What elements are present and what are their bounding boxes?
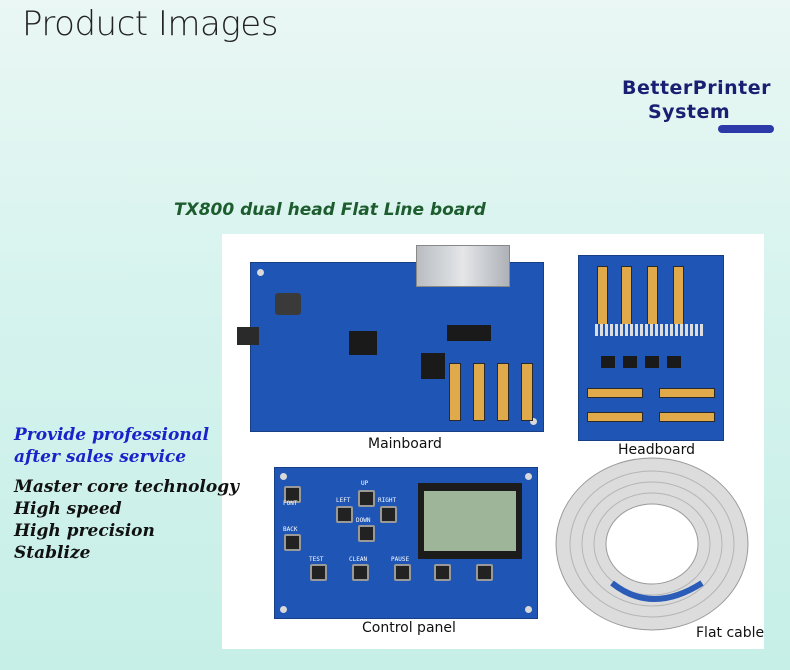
down-button bbox=[358, 525, 375, 542]
feature-point-3: High precision bbox=[14, 521, 155, 541]
headboard-image bbox=[578, 255, 724, 441]
back-button bbox=[284, 534, 301, 551]
service-line-1: Provide professional bbox=[14, 425, 210, 445]
flat-cable-image bbox=[555, 457, 749, 631]
feature-point-2: High speed bbox=[14, 499, 122, 519]
flat-cable-label: Flat cable bbox=[696, 625, 765, 641]
left-button bbox=[336, 506, 353, 523]
clean-button-label: CLEAN bbox=[349, 556, 368, 563]
mainboard-label: Mainboard bbox=[368, 436, 442, 452]
right-button bbox=[380, 506, 397, 523]
control-panel-label: Control panel bbox=[362, 620, 456, 636]
extra-button bbox=[434, 564, 451, 581]
mainboard-image bbox=[237, 245, 544, 432]
pause-button bbox=[394, 564, 411, 581]
test-button-label: TEST bbox=[309, 556, 324, 563]
font-button-label: FONT bbox=[283, 500, 298, 507]
brand-line-2: System bbox=[648, 101, 731, 123]
heatsink bbox=[416, 245, 510, 287]
service-line-2: after sales service bbox=[14, 447, 187, 467]
feature-point-1: Master core technology bbox=[14, 477, 239, 497]
up-button bbox=[358, 490, 375, 507]
left-button-label: LEFT bbox=[336, 497, 351, 504]
headboard-label: Headboard bbox=[618, 442, 696, 458]
test-button bbox=[310, 564, 327, 581]
down-button-label: DOWN bbox=[356, 517, 371, 524]
clean-button bbox=[352, 564, 369, 581]
brand-logo: BetterPrinter System bbox=[622, 76, 771, 124]
product-heading: TX800 dual head Flat Line board bbox=[174, 200, 486, 220]
lcd-display bbox=[418, 483, 522, 559]
feature-point-4: Stablize bbox=[14, 543, 91, 563]
brand-line-1: BetterPrinter bbox=[622, 77, 771, 99]
up-button-label: UP bbox=[361, 480, 369, 487]
back-button-label: BACK bbox=[283, 526, 298, 533]
brand-underline bbox=[718, 125, 774, 133]
extra-button-2 bbox=[476, 564, 493, 581]
page-title: Product Images bbox=[22, 4, 278, 44]
right-button-label: RIGHT bbox=[378, 497, 397, 504]
pause-button-label: PAUSE bbox=[391, 556, 410, 563]
font-button bbox=[284, 486, 301, 503]
